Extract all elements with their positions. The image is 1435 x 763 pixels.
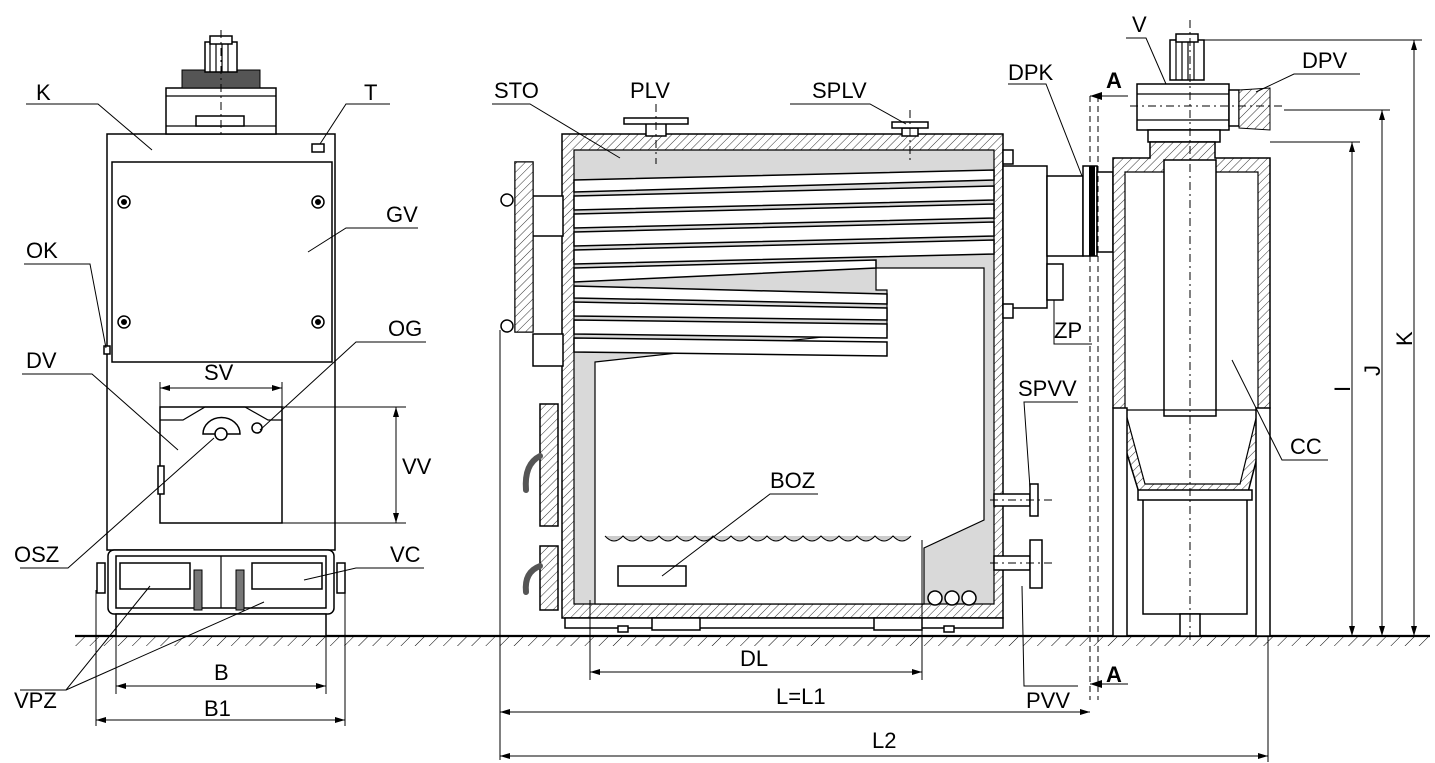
label-sv: SV bbox=[204, 360, 234, 385]
front-fan bbox=[165, 30, 277, 135]
label-dpk: DPK bbox=[1008, 60, 1054, 85]
label-l-l1: L=L1 bbox=[776, 684, 826, 709]
front-view bbox=[96, 30, 346, 637]
door-bolts bbox=[117, 195, 325, 329]
side-section bbox=[500, 104, 1114, 633]
rear-outlets bbox=[990, 483, 1056, 589]
label-cc: CC bbox=[1290, 434, 1322, 459]
leader-lines bbox=[20, 37, 1360, 691]
label-og: OG bbox=[388, 316, 422, 341]
label-a-top: A bbox=[1106, 68, 1122, 93]
label-pvv: PVV bbox=[1026, 688, 1070, 713]
label-a-bottom: A bbox=[1106, 662, 1122, 687]
label-plv: PLV bbox=[630, 78, 670, 103]
lower-door bbox=[157, 406, 283, 524]
ash-drawer bbox=[96, 549, 346, 637]
label-l2: L2 bbox=[872, 728, 896, 753]
label-splv: SPLV bbox=[812, 78, 867, 103]
dimension-lines bbox=[95, 39, 1422, 762]
label-k-right: K bbox=[1392, 331, 1417, 346]
label-j: J bbox=[1360, 365, 1385, 376]
label-boz: BOZ bbox=[770, 468, 815, 493]
section-line-a bbox=[1089, 92, 1128, 700]
label-vpz: VPZ bbox=[14, 688, 57, 713]
label-dv: DV bbox=[26, 348, 57, 373]
label-b: B bbox=[214, 660, 229, 685]
label-vc: VC bbox=[390, 542, 421, 567]
label-v: V bbox=[1132, 12, 1147, 37]
label-i: I bbox=[1330, 386, 1355, 392]
cyclone bbox=[1112, 20, 1284, 640]
flue-connection bbox=[1002, 149, 1114, 319]
label-vv: VV bbox=[402, 454, 432, 479]
label-t: T bbox=[364, 80, 377, 105]
label-k-left: K bbox=[36, 80, 51, 105]
label-spvv: SPVV bbox=[1018, 376, 1077, 401]
heat-exchanger-tubes bbox=[573, 169, 995, 357]
top-outlets bbox=[623, 104, 929, 164]
label-sto: STO bbox=[494, 78, 539, 103]
label-gv: GV bbox=[386, 202, 418, 227]
label-b1: B1 bbox=[204, 696, 231, 721]
label-dpv: DPV bbox=[1302, 48, 1348, 73]
ground-line bbox=[75, 634, 1430, 646]
gas-vent-door-panel bbox=[111, 161, 333, 363]
label-zp: ZP bbox=[1054, 318, 1082, 343]
labels: K T GV OK OG DV SV VV OSZ VC VPZ B B1 ST… bbox=[14, 12, 1417, 753]
label-osz: OSZ bbox=[14, 542, 59, 567]
label-dl: DL bbox=[740, 646, 768, 671]
label-ok: OK bbox=[26, 238, 58, 263]
